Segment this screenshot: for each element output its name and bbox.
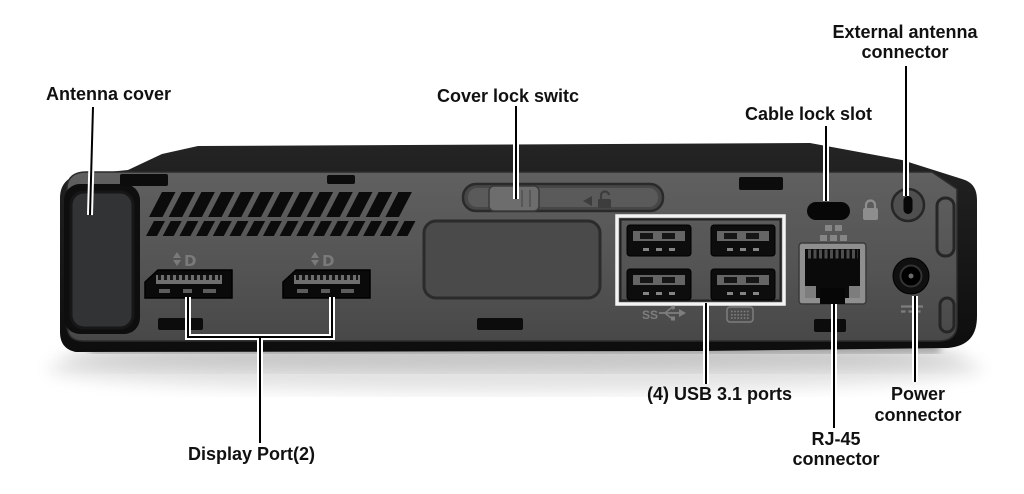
usb-superspeed-icon: SS xyxy=(642,305,686,322)
usb-ports-label: (4) USB 3.1 ports xyxy=(647,384,793,404)
rj45-port xyxy=(798,242,867,305)
vent-slot xyxy=(212,221,232,236)
vent-slot xyxy=(363,221,383,236)
cable-lock-slot-label: Cable lock slot xyxy=(745,104,873,124)
usb-port-bottom-left xyxy=(626,268,692,301)
vent-slot xyxy=(286,192,314,217)
network-icon xyxy=(820,225,847,241)
vent-slot xyxy=(267,192,294,217)
vent-slot xyxy=(346,192,373,217)
power-label-line1: Power xyxy=(890,384,946,404)
vent-grille xyxy=(146,192,416,236)
usb-port-top-right xyxy=(710,224,776,257)
external-antenna-connector xyxy=(890,187,926,223)
displayport-port-1 xyxy=(145,270,232,298)
rj45-label: RJ-45 connector xyxy=(776,429,896,469)
unlock-icon xyxy=(583,190,611,208)
power-label-line2: connector xyxy=(874,405,962,425)
vent-slot xyxy=(246,221,266,236)
vent-slot xyxy=(329,221,349,236)
vent-slot xyxy=(313,221,332,236)
external-antenna-label-line1: External antenna xyxy=(832,22,978,42)
vent-slot xyxy=(379,221,399,236)
vent-slot xyxy=(168,192,196,217)
vent-slot xyxy=(247,192,274,217)
vent-slot xyxy=(196,221,216,236)
rj45-label-line1: RJ-45 xyxy=(811,429,861,449)
vent-slot xyxy=(262,221,282,236)
cover-lock-switch xyxy=(461,182,665,213)
vent-slot xyxy=(208,192,235,217)
vent-slot xyxy=(346,221,366,236)
vent-slot xyxy=(326,192,353,217)
padlock-icon xyxy=(863,199,878,220)
vent-slot xyxy=(385,192,412,217)
usb-ss-letters: SS xyxy=(642,308,658,322)
vent-slot xyxy=(227,192,255,217)
vent-slot xyxy=(162,221,182,236)
keyboard-icon xyxy=(726,306,754,323)
vent-slot xyxy=(365,192,393,217)
vent-slot xyxy=(188,192,215,217)
cable-hook xyxy=(935,196,956,334)
vent-slot xyxy=(149,192,176,217)
usb-port-bottom-right xyxy=(710,268,776,301)
vent-slot xyxy=(279,221,299,236)
usb-port-group xyxy=(615,214,786,306)
expansion-blank xyxy=(422,219,602,300)
external-antenna-label-line2: connector xyxy=(861,42,949,62)
external-antenna-label: External antenna connector xyxy=(805,22,1005,62)
top-notches xyxy=(120,174,783,190)
displayport-port-2 xyxy=(283,270,370,298)
vent-slot xyxy=(306,192,334,217)
power-label: Power connector xyxy=(858,384,978,426)
power-connector xyxy=(892,257,930,295)
vent-slot xyxy=(229,221,249,236)
antenna-cover-label: Antenna cover xyxy=(46,84,172,104)
usb-port-top-left xyxy=(626,224,692,257)
cover-lock-switch-label: Cover lock switc xyxy=(437,86,580,106)
rj45-label-line2: connector xyxy=(792,449,880,469)
cable-lock-slot xyxy=(807,202,850,220)
antenna-cover xyxy=(64,184,140,334)
usb-group-outline xyxy=(615,214,786,306)
vent-slot xyxy=(146,221,165,236)
display-port-label: Display Port(2) xyxy=(188,444,316,464)
vent-slot xyxy=(179,221,199,236)
vent-slot xyxy=(296,221,316,236)
vent-slot xyxy=(396,221,416,236)
